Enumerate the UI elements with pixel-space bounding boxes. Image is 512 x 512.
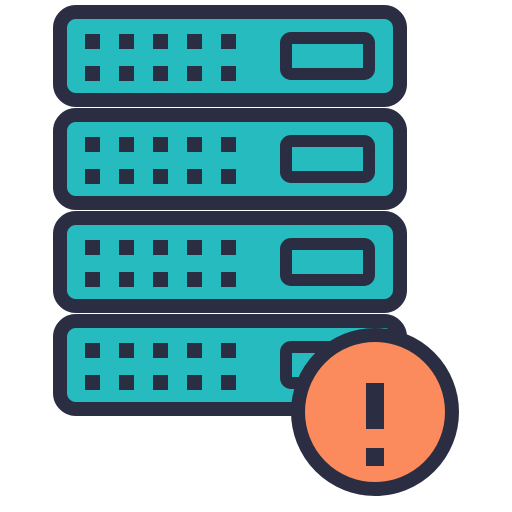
indicator-light [221, 169, 236, 184]
indicator-light [85, 240, 100, 255]
indicator-light [187, 272, 202, 287]
indicator-light [221, 272, 236, 287]
indicator-light [85, 169, 100, 184]
indicator-light [153, 34, 168, 49]
indicator-light [187, 375, 202, 390]
indicator-light [85, 137, 100, 152]
exclamation-bar [366, 383, 384, 429]
indicator-light [85, 375, 100, 390]
indicator-light [85, 343, 100, 358]
indicator-light [221, 34, 236, 49]
indicator-light [119, 169, 134, 184]
indicator-light [187, 66, 202, 81]
indicator-light [153, 272, 168, 287]
drive-slot [280, 32, 375, 80]
indicator-light [119, 375, 134, 390]
indicator-light [221, 375, 236, 390]
indicator-light [153, 240, 168, 255]
indicator-light [153, 66, 168, 81]
indicator-light [221, 343, 236, 358]
warning-badge [291, 328, 459, 496]
indicator-light [187, 34, 202, 49]
indicator-light [119, 343, 134, 358]
indicator-light [153, 137, 168, 152]
indicator-light [119, 34, 134, 49]
indicator-light [153, 343, 168, 358]
indicator-light [85, 66, 100, 81]
indicator-light [119, 272, 134, 287]
server-unit-1 [53, 5, 407, 107]
indicator-light [187, 343, 202, 358]
indicator-light [119, 66, 134, 81]
indicator-light [119, 240, 134, 255]
indicator-light [221, 240, 236, 255]
indicator-light [153, 375, 168, 390]
exclamation-dot [366, 448, 384, 466]
indicator-light [187, 169, 202, 184]
indicator-light [119, 137, 134, 152]
server-unit-2 [53, 108, 407, 210]
indicator-light [221, 137, 236, 152]
indicator-light [221, 66, 236, 81]
indicator-light [85, 34, 100, 49]
indicator-light [85, 272, 100, 287]
server-unit-3 [53, 211, 407, 313]
indicator-light [153, 169, 168, 184]
indicator-light [187, 137, 202, 152]
drive-slot [280, 135, 375, 183]
indicator-light [187, 240, 202, 255]
drive-slot [280, 238, 375, 286]
